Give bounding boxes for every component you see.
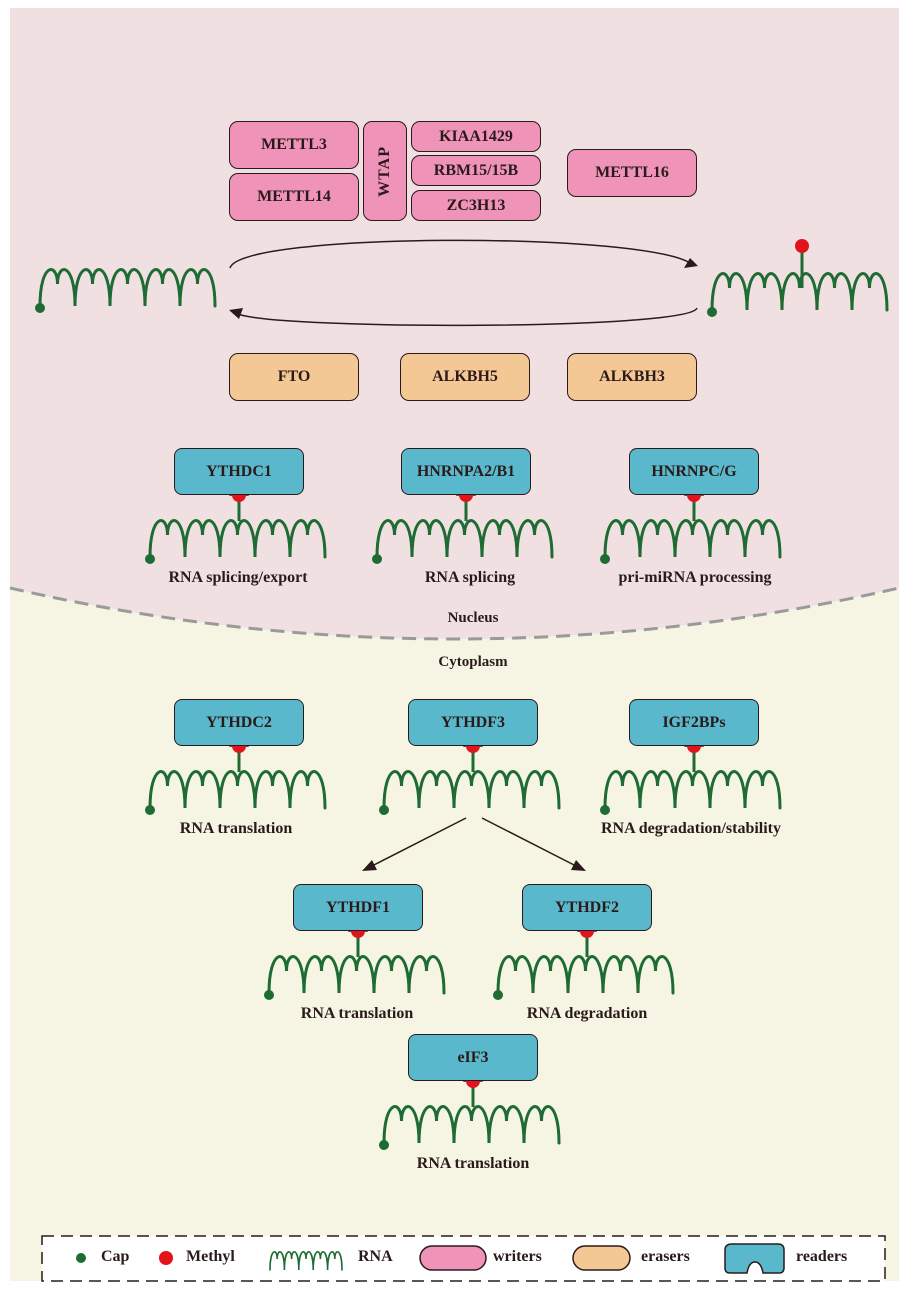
igf2bps-cap-icon	[600, 805, 610, 815]
readers-legend-icon	[724, 1243, 785, 1274]
igf2bps-rna-strand	[603, 770, 782, 810]
legend-methyl-label: Methyl	[186, 1248, 235, 1265]
methylation-arrowhead	[684, 258, 698, 268]
ythdc1-reader: YTHDC1	[174, 448, 304, 495]
ythdc2-rna-strand	[148, 770, 327, 810]
kiaa1429-writer: KIAA1429	[411, 121, 541, 152]
zc3h13-writer: ZC3H13	[411, 190, 541, 221]
wtap-writer: WTAP	[363, 121, 407, 221]
demethylation-arrow	[237, 307, 698, 327]
igf2bps-function: RNA degradation/stability	[600, 820, 782, 837]
legend-cap-label: Cap	[101, 1248, 130, 1265]
erasers-legend-icon	[572, 1245, 631, 1271]
hnrnpcg-function: pri-miRNA processing	[618, 569, 772, 586]
hnrnpa2b1-function: RNA splicing	[424, 569, 516, 586]
ythdf3-to-ythdf1-arrow	[371, 817, 467, 867]
legend-writers-label: writers	[493, 1248, 542, 1265]
demethylation-arrowhead	[229, 308, 243, 319]
hnrnpcg-reader: HNRNPC/G	[629, 448, 759, 495]
eif3-reader: eIF3	[408, 1034, 538, 1081]
ythdc2-function: RNA translation	[179, 820, 293, 837]
hnrnpcg-cap-icon	[600, 554, 610, 564]
methylated-cap-icon	[707, 307, 717, 317]
ythdf3-to-ythdf2-arrow	[481, 817, 577, 867]
ythdc2-cap-icon	[145, 805, 155, 815]
methylated-rna-strand	[710, 272, 889, 312]
ythdf2-reader: YTHDF2	[522, 884, 652, 931]
legend-readers-label: readers	[796, 1248, 848, 1265]
mettl14-writer: METTL14	[229, 173, 359, 221]
ythdc1-cap-icon	[145, 554, 155, 564]
wtap-label: WTAP	[376, 145, 393, 197]
alkbh3-eraser: ALKBH3	[567, 353, 697, 401]
hnrnpa2b1-cap-icon	[372, 554, 382, 564]
ythdf3-rna-strand	[382, 770, 561, 810]
hnrnpa2b1-rna-strand	[375, 519, 554, 559]
ythdf1-function: RNA translation	[300, 1005, 414, 1022]
methyl-legend-icon	[159, 1251, 173, 1265]
ythdf3-to-ythdf2-arrowhead	[571, 860, 586, 871]
ythdf2-rna-strand	[496, 955, 675, 995]
rbm15-writer: RBM15/15B	[411, 155, 541, 186]
mettl16-writer: METTL16	[567, 149, 697, 197]
ythdc1-function: RNA splicing/export	[168, 569, 308, 586]
ythdf1-reader: YTHDF1	[293, 884, 423, 931]
cytoplasm-label: Cytoplasm	[438, 654, 508, 670]
methylation-arrow	[229, 239, 691, 269]
alkbh5-eraser: ALKBH5	[400, 353, 530, 401]
legend-erasers-label: erasers	[641, 1248, 690, 1265]
unmethylated-cap-icon	[35, 303, 45, 313]
nucleus-region	[10, 8, 899, 639]
ythdf1-rna-strand	[267, 955, 446, 995]
ythdf3-to-ythdf1-arrowhead	[362, 860, 377, 871]
ythdc2-reader: YTHDC2	[174, 699, 304, 746]
unmethylated-rna-strand	[38, 268, 217, 308]
igf2bps-reader: IGF2BPs	[629, 699, 759, 746]
fto-eraser: FTO	[229, 353, 359, 401]
ythdf2-cap-icon	[493, 990, 503, 1000]
writers-legend-icon	[419, 1245, 487, 1271]
ythdf3-cap-icon	[379, 805, 389, 815]
legend-rna-label: RNA	[358, 1248, 393, 1265]
methylated-methyl-icon	[795, 239, 809, 253]
nuclear-envelope	[9, 586, 900, 641]
hnrnpa2b1-reader: HNRNPA2/B1	[401, 448, 531, 495]
ythdf1-cap-icon	[264, 990, 274, 1000]
legend-rna-strand	[269, 1251, 343, 1271]
ythdf3-reader: YTHDF3	[408, 699, 538, 746]
rna-legend-icon	[269, 1251, 343, 1271]
nucleus-label: Nucleus	[447, 610, 499, 626]
eif3-rna-strand	[382, 1105, 561, 1145]
eif3-function: RNA translation	[416, 1155, 530, 1172]
ythdc1-rna-strand	[148, 519, 327, 559]
cap-legend-icon	[76, 1253, 86, 1263]
ythdf2-function: RNA degradation	[526, 1005, 648, 1022]
eif3-cap-icon	[379, 1140, 389, 1150]
hnrnpcg-rna-strand	[603, 519, 782, 559]
mettl3-writer: METTL3	[229, 121, 359, 169]
